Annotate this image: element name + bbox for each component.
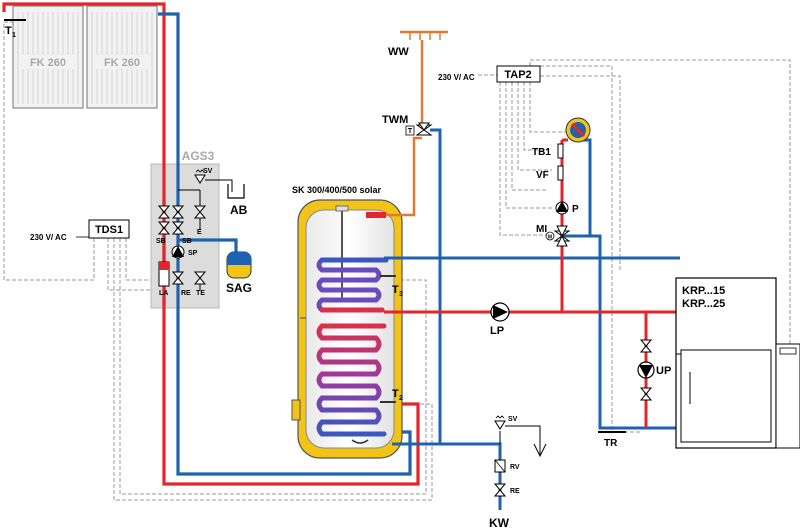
storage-tank: SK 300/400/500 solar T 3 T 2 [291,185,403,459]
ags-sb-right: SB [182,238,192,245]
sensor-t1: T 1 [4,19,26,39]
cold-re-label: RE [510,488,520,495]
ags-safety-valve [194,169,206,184]
svg-text:UP: UP [656,365,671,377]
pump-p: P [555,201,579,215]
pump-up: UP [637,339,671,401]
vf-sensor: VF [536,165,564,181]
ags-la-label: LA [159,290,168,297]
tap2-controller: TAP2 230 V/ AC [438,65,541,83]
svg-text:SP: SP [188,250,198,257]
pump-lp: LP [490,302,510,337]
ags3-title: AGS3 [182,149,215,163]
cold-sv-label: SV [508,416,518,423]
cold-water-inlet: SV RV RE KW [392,415,547,530]
solar-collector-left: FK 260 [12,5,84,109]
ags-valve-right-1 [171,205,185,219]
svg-text:M: M [548,235,552,241]
svg-text:T: T [5,25,12,37]
svg-text:T: T [408,128,413,135]
ags-te-valve [193,271,207,290]
tds1-controller: TDS1 230 V/ AC [30,219,130,242]
twm-label: TWM [382,114,408,126]
ags-valve-right-2 [171,221,185,235]
ags-valve-left-1 [157,205,171,219]
ww-label: WW [388,46,409,58]
sensor-t2: T [392,388,399,400]
sag-expansion-vessel: SAG [226,251,252,295]
ags-re-valve [171,271,185,285]
ags-sb-left: SB [156,238,166,245]
tap2-power: 230 V/ AC [438,73,475,82]
ags-valve-left-2 [157,221,171,235]
ags-re-label: RE [181,290,191,297]
svg-text:TB1: TB1 [532,147,551,158]
ags-components: SB SB SP LA RE TE E [156,168,233,297]
sag-label: SAG [226,281,252,295]
svg-text:1: 1 [12,32,16,39]
svg-text:2: 2 [399,395,403,402]
tb1-sensor: TB1 [532,143,564,159]
svg-text:LP: LP [490,325,504,337]
svg-text:VF: VF [536,170,549,181]
boiler-label-2: KRP...25 [682,298,725,310]
radiator-icon [565,117,591,143]
tr-sensor: TR [598,431,626,449]
ab-label: AB [230,203,248,217]
ags-solar-pump: SP [171,245,198,259]
solar-collector-right: FK 260 [86,5,158,109]
mixer-mi: M [545,225,571,247]
tank-label: SK 300/400/500 solar [292,185,382,195]
tds1-label: TDS1 [95,224,123,236]
sensor-t3: T [392,284,399,296]
svg-text:3: 3 [399,291,403,298]
tds1-power: 230 V/ AC [30,233,67,242]
tap2-label: TAP2 [504,69,531,81]
ags-e-label: E [197,229,202,236]
boiler-label-1: KRP...15 [682,285,725,297]
kw-label: KW [489,516,510,530]
collector-label-2: FK 260 [104,57,140,69]
collector-label-1: FK 260 [30,57,66,69]
ags-sv-label: SV [203,168,213,175]
svg-text:TR: TR [604,438,618,449]
boiler-krp: KRP...15 KRP...25 [675,277,800,449]
cold-rv-label: RV [510,464,520,471]
ab-vessel: AB [227,184,248,217]
svg-text:P: P [572,204,579,215]
heating-pipes [384,138,680,430]
mixer-mi-label: MI [536,224,547,235]
ags-e-valve [193,205,207,219]
twm-mixing-valve: T [405,122,433,136]
ags-te-label: TE [196,290,205,297]
